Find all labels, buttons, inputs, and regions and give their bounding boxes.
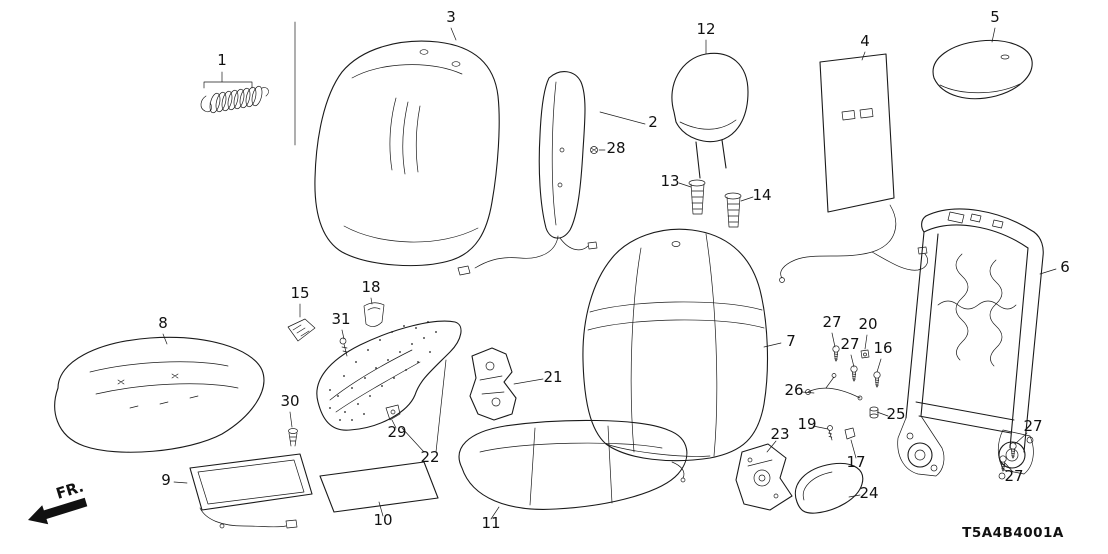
callout-1[interactable]: 1 [217,51,227,69]
callout-5[interactable]: 5 [990,8,1000,26]
lumbar-spring [200,21,296,146]
callout-3[interactable]: 3 [446,8,456,26]
recliner-cover-outer [794,462,864,514]
fr-indicator: FR. [28,477,88,525]
bushing-25 [869,406,879,419]
callout-14[interactable]: 14 [752,186,771,204]
callout-8[interactable]: 8 [158,314,168,332]
callout-9[interactable]: 9 [161,471,171,489]
pad-sheet [319,461,439,513]
screw-30 [288,428,298,447]
callout-28[interactable]: 28 [606,139,625,157]
callout-7[interactable]: 7 [786,332,796,350]
inner-bracket-21 [469,347,517,421]
callout-21[interactable]: 21 [543,368,562,386]
screw-19 [827,425,833,441]
callout-2[interactable]: 2 [648,113,658,131]
callout-18[interactable]: 18 [361,278,380,296]
callout-23[interactable]: 23 [770,425,789,443]
screw-31 [339,337,348,357]
callout-30[interactable]: 30 [280,392,299,410]
callout-4[interactable]: 4 [860,32,870,50]
clip-17 [844,427,856,440]
seat-back-heater [779,53,928,283]
callout-29[interactable]: 29 [387,423,406,441]
headrest [671,52,749,179]
callout-22[interactable]: 22 [420,448,439,466]
callout-31[interactable]: 31 [331,310,350,328]
bolt-27-b [850,365,858,382]
cap-trim [287,318,316,342]
recliner-cover-inner [735,443,793,511]
airbag-bolt [590,146,598,154]
trim-texture [329,321,437,421]
leader-lines [162,27,1057,520]
seat-cushion-heater [189,453,313,529]
callout-11[interactable]: 11 [481,514,500,532]
callout-25[interactable]: 25 [886,405,905,423]
callout-17[interactable]: 17 [846,453,865,471]
seat-cushion-cover [458,419,688,510]
callout-19[interactable]: 19 [797,415,816,433]
nut-20 [860,349,870,359]
callout-20[interactable]: 20 [858,315,877,333]
headrest-guide-right [724,192,742,228]
headrest-cover [932,39,1033,100]
callout-26[interactable]: 26 [784,381,803,399]
side-airbag-module [457,71,598,276]
callout-16[interactable]: 16 [873,339,892,357]
callout-6[interactable]: 6 [1060,258,1070,276]
callout-13[interactable]: 13 [660,172,679,190]
seat-back-pad [314,40,500,267]
callout-27-a[interactable]: 27 [822,313,841,331]
bolt-27-a [832,345,840,362]
callout-10[interactable]: 10 [373,511,392,529]
seat-back-cover [582,228,769,462]
diagram-code: T5A4B4001A [962,525,1064,541]
callout-27-b[interactable]: 27 [840,335,859,353]
lever-clip-29 [385,404,401,421]
rod-26 [805,373,863,401]
bolt-16 [873,371,881,388]
callout-27-c[interactable]: 27 [1023,417,1042,435]
callouts: 1 3 2 28 12 13 14 4 5 6 7 8 15 31 18 21 … [158,8,1070,532]
callout-15[interactable]: 15 [290,284,309,302]
clip-bracket-18 [363,302,385,327]
fr-arrow-icon [28,497,88,525]
side-trim-panel [316,320,462,431]
seat-cushion-pad [54,336,265,453]
headrest-guide-left [688,179,706,215]
callout-12[interactable]: 12 [696,20,715,38]
seat-back-frame [897,208,1044,480]
callout-24[interactable]: 24 [859,484,878,502]
callout-27-d[interactable]: 27 [1004,467,1023,485]
